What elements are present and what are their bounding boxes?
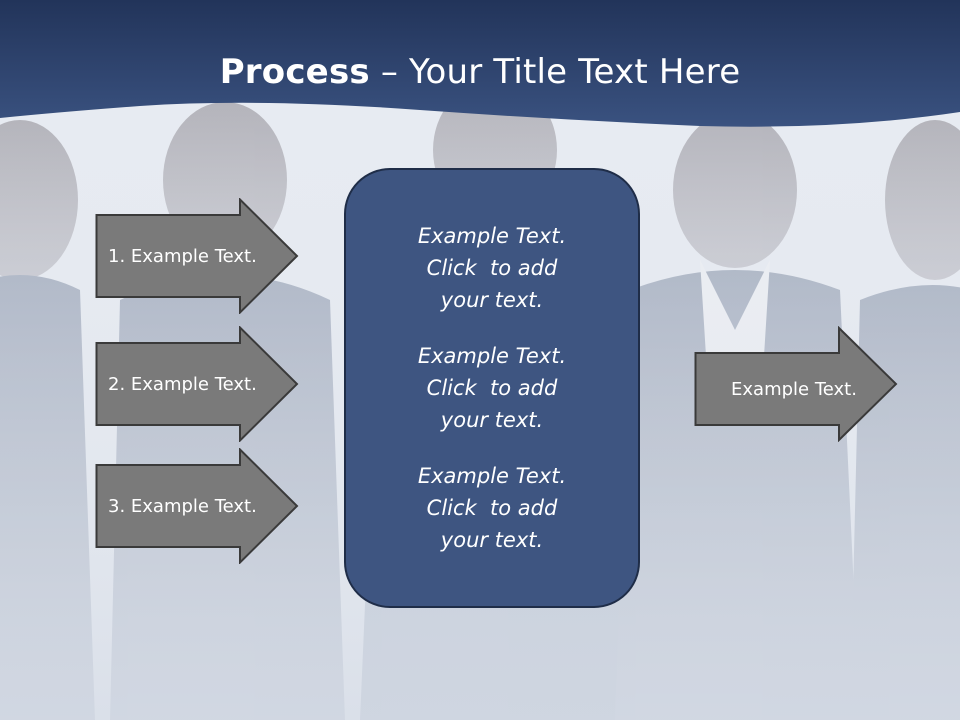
arrow-shape-icon bbox=[95, 198, 299, 314]
arrow-shape-icon bbox=[95, 448, 299, 564]
left-arrow-2[interactable]: 2. Example Text. bbox=[95, 326, 300, 442]
center-text-line: your text. bbox=[440, 408, 544, 432]
center-text-line: your text. bbox=[440, 528, 544, 552]
left-arrow-1[interactable]: 1. Example Text. bbox=[95, 198, 300, 314]
center-text-line: your text. bbox=[440, 288, 544, 312]
center-text-line: Example Text. bbox=[417, 224, 567, 248]
left-arrow-label: 3. Example Text. bbox=[108, 495, 257, 517]
title-bold: Process bbox=[219, 52, 370, 92]
left-arrow-label: 1. Example Text. bbox=[108, 245, 257, 267]
center-text-line: Example Text. bbox=[417, 464, 567, 488]
center-text-block: Example Text. Click to add your text. bbox=[418, 340, 566, 436]
center-text-line: Click to add bbox=[426, 496, 558, 520]
center-text-block: Example Text. Click to add your text. bbox=[418, 220, 566, 316]
center-text-box[interactable]: Example Text. Click to add your text. Ex… bbox=[344, 168, 640, 608]
center-text-line: Example Text. bbox=[417, 344, 567, 368]
right-arrow[interactable]: Example Text. bbox=[694, 326, 899, 442]
title-rest: – Your Title Text Here bbox=[369, 52, 741, 92]
left-arrow-3[interactable]: 3. Example Text. bbox=[95, 448, 300, 564]
center-text-line: Click to add bbox=[426, 376, 558, 400]
center-text-line: Click to add bbox=[426, 256, 558, 280]
arrow-shape-icon bbox=[95, 326, 299, 442]
left-arrow-label: 2. Example Text. bbox=[108, 373, 257, 395]
slide-title[interactable]: Process – Your Title Text Here bbox=[0, 52, 960, 92]
right-arrow-label: Example Text. bbox=[731, 378, 857, 400]
title-band bbox=[0, 0, 960, 127]
center-text-block: Example Text. Click to add your text. bbox=[418, 460, 566, 556]
arrow-shape-icon bbox=[694, 326, 898, 442]
